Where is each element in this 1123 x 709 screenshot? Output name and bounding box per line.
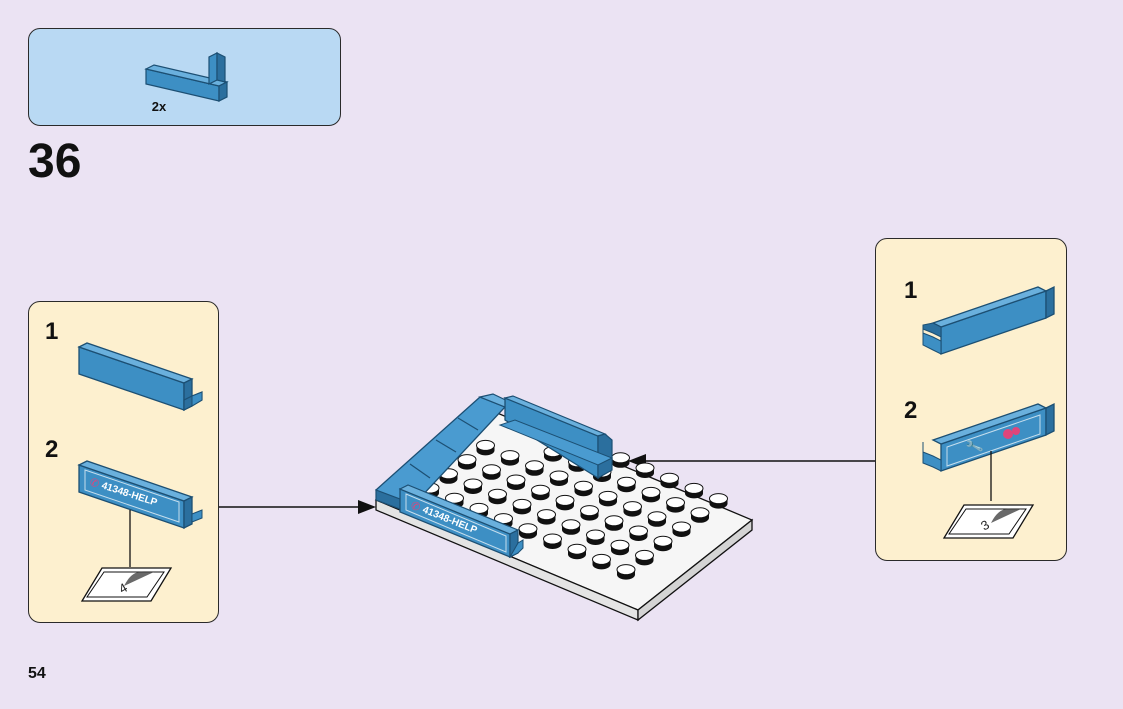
stud (617, 476, 636, 488)
blue-wall-front-stickered: ✆ 41348-HELP (398, 484, 524, 559)
stud (457, 454, 477, 466)
stud (647, 511, 667, 523)
stud (604, 515, 624, 527)
arrow-left-icon (628, 454, 875, 468)
parts-list-box: 2x (28, 28, 341, 126)
stud (555, 494, 575, 506)
callout-left-graphics: ✆ 41348-HELP 4 (77, 342, 203, 602)
stud (445, 492, 464, 504)
blue-wall-back (498, 395, 614, 480)
stud (635, 549, 654, 561)
stud (525, 460, 544, 472)
sub-assembly-callout-left: 1 2 ✆ 41348-HELP 4 (28, 301, 219, 623)
stud (506, 474, 526, 486)
phone-icon: ✆ (409, 500, 422, 515)
stud (561, 519, 581, 531)
stud (672, 521, 691, 533)
blue-wall-brick-icon (922, 285, 1055, 355)
stud (660, 472, 679, 484)
stud (684, 482, 704, 494)
phone-icon: ✆ (88, 476, 100, 490)
stud (512, 498, 532, 510)
arrow-right-icon (219, 500, 376, 514)
stud (463, 478, 483, 490)
sub-step-number: 2 (45, 436, 59, 463)
stud (616, 564, 636, 576)
stud (488, 488, 507, 500)
stud (543, 533, 562, 545)
stickered-wall-brick-icon: ✆ 41348-HELP (77, 460, 203, 530)
stickered-wall-brick-icon: 🔧 (922, 402, 1055, 472)
step-number: 36 (28, 135, 82, 188)
stud (610, 539, 630, 551)
stud (641, 486, 661, 498)
stud (666, 497, 685, 509)
stud (709, 493, 728, 505)
page-number: 54 (28, 665, 46, 682)
stud (476, 439, 495, 451)
stud (635, 462, 655, 474)
stud (611, 452, 630, 464)
sticker-sheet-icon: 3 (942, 504, 1035, 539)
wrench-icon: 🔧 (964, 435, 985, 455)
sub-assembly-callout-right: 1 2 🔧 3 (875, 238, 1067, 561)
blue-wall-brick-icon (144, 52, 229, 102)
stud (690, 507, 710, 519)
stud (500, 450, 520, 462)
stud (653, 535, 673, 547)
stud (567, 543, 587, 555)
stud (482, 464, 501, 476)
sub-step-number: 2 (904, 397, 918, 424)
stud (598, 490, 618, 502)
part-quantity: 2x (151, 99, 167, 114)
stud (586, 529, 605, 541)
callout-right-graphics: 🔧 3 (922, 285, 1055, 539)
sticker-sheet-icon: 4 (80, 567, 173, 602)
stud (574, 480, 593, 492)
stud (531, 484, 550, 496)
stud (580, 505, 599, 517)
sub-step-number: 1 (904, 277, 918, 304)
stud (518, 523, 538, 535)
stud (537, 509, 556, 521)
stud (549, 470, 569, 482)
stud (592, 553, 611, 565)
sub-step-number: 1 (45, 318, 59, 345)
stud (629, 525, 648, 537)
stud (623, 501, 642, 513)
blue-wall-brick-icon (77, 342, 203, 412)
